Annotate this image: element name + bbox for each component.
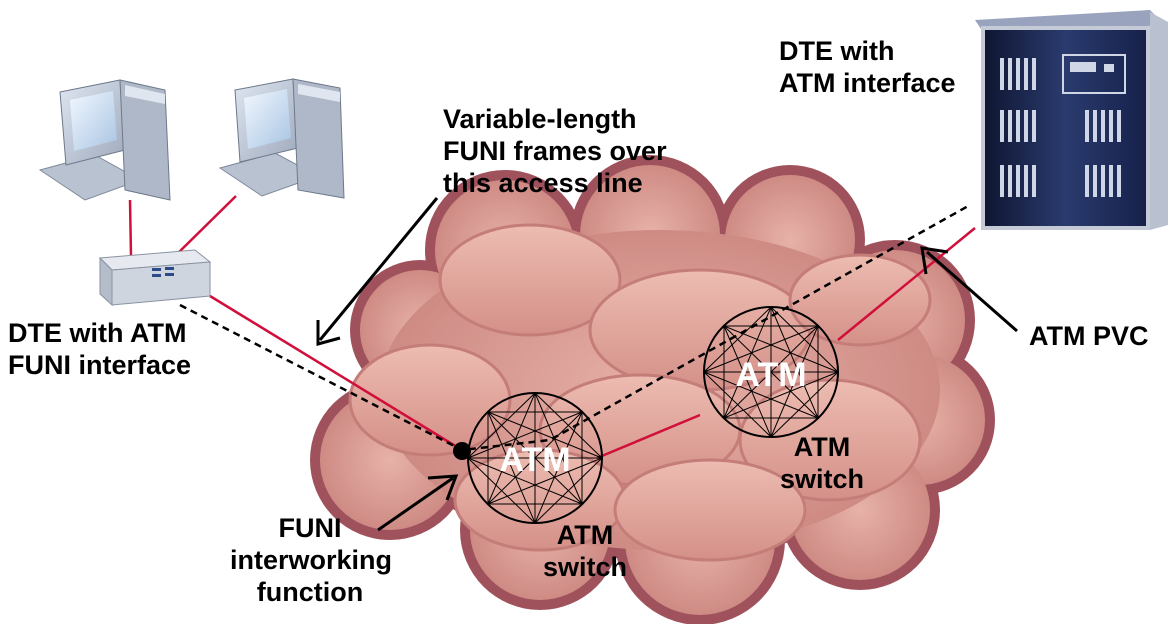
- desktop-computer-icon: [38, 79, 171, 201]
- atm-pvc-dashed-line: [179, 203, 971, 452]
- dte-atm-interface-label: DTE with ATM interface: [779, 36, 956, 98]
- atm-switch-left: ATM: [467, 392, 603, 524]
- dte-funi-interface-label: DTE with ATM FUNI interface: [8, 318, 192, 380]
- funi-interworking-function-label: FUNI interworking function: [230, 513, 393, 607]
- annotation-arrows: [316, 197, 1018, 532]
- desktop-computer-icon: [218, 78, 345, 199]
- atm-right-label: ATM: [735, 356, 806, 394]
- funi-interworking-dot: [453, 442, 471, 460]
- atm-server-rack-icon: [975, 10, 1168, 230]
- atm-left-label: ATM: [499, 441, 570, 479]
- atm-switch-right-label: ATM switch: [779, 432, 865, 494]
- variable-length-frames-label: Variable-length FUNI frames over this ac…: [443, 104, 667, 198]
- atm-switch-left-label: ATM switch: [542, 520, 628, 582]
- atm-switch-right: ATM: [703, 306, 839, 438]
- funi-dte-box-icon: [98, 249, 212, 307]
- network-cloud: [310, 155, 995, 624]
- atm-pvc-label: ATM PVC: [1029, 321, 1149, 351]
- access-lines: [128, 195, 976, 460]
